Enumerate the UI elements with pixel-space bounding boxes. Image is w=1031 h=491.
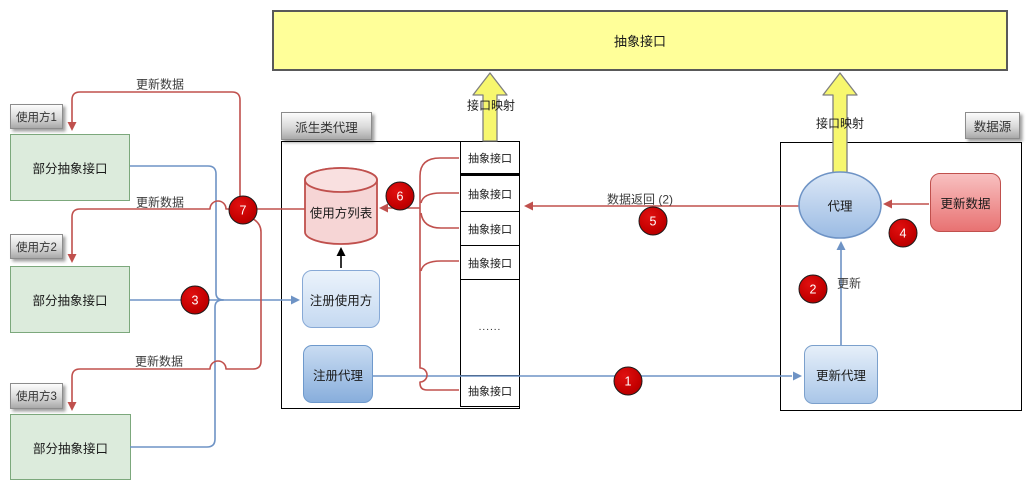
register-consumer-box: 注册使用方 bbox=[302, 270, 380, 328]
consumer-1-tag-label: 使用方1 bbox=[16, 111, 57, 124]
consumer-2-tag-label: 使用方2 bbox=[16, 241, 57, 254]
consumer-3-tag-label: 使用方3 bbox=[16, 391, 57, 403]
update-data-box-label: 更新数据 bbox=[940, 197, 991, 211]
stack-cell: 抽象接口 bbox=[461, 176, 519, 212]
consumer-1-tag: 使用方1 bbox=[10, 104, 63, 129]
consumer-2-partial-interface-box: 部分抽象接口 bbox=[10, 266, 130, 333]
stack-cell-ellipsis: ...... bbox=[461, 280, 519, 376]
update-proxy-box: 更新代理 bbox=[804, 345, 878, 404]
stack-cell-label: 抽象接口 bbox=[468, 188, 512, 201]
stack-cell-label: 抽象接口 bbox=[468, 152, 512, 165]
consumer-3-box-label: 部分抽象接口 bbox=[32, 441, 108, 456]
datasource-title-label: 数据源 bbox=[973, 120, 1012, 134]
consumer-2-box-label: 部分抽象接口 bbox=[32, 294, 108, 308]
consumer-3-partial-interface-box: 部分抽象接口 bbox=[10, 414, 131, 480]
consumer-3-tag: 使用方3 bbox=[10, 383, 63, 409]
stack-cell-label: 抽象接口 bbox=[468, 223, 512, 236]
stack-cell: 抽象接口 bbox=[461, 212, 519, 246]
stack-cell-label: ...... bbox=[478, 322, 502, 333]
stack-cell: 抽象接口 bbox=[461, 142, 519, 176]
register-consumer-label: 注册使用方 bbox=[309, 293, 373, 308]
stack-cell-label: 抽象接口 bbox=[468, 257, 512, 270]
update-proxy-label: 更新代理 bbox=[815, 369, 866, 383]
consumer-1-partial-interface-box: 部分抽象接口 bbox=[10, 134, 130, 201]
datasource-title: 数据源 bbox=[965, 112, 1020, 139]
register-proxy-label: 注册代理 bbox=[312, 368, 363, 383]
datasource-container bbox=[780, 142, 1022, 411]
interface-stack: 抽象接口 抽象接口 抽象接口 抽象接口 ...... 抽象接口 bbox=[460, 141, 520, 407]
consumer-2-tag: 使用方2 bbox=[10, 234, 63, 259]
abstract-interface-bar-label: 抽象接口 bbox=[613, 34, 666, 49]
consumer-1-box-label: 部分抽象接口 bbox=[32, 162, 108, 176]
stack-cell: 抽象接口 bbox=[461, 376, 519, 405]
derived-proxy-title: 派生类代理 bbox=[281, 112, 372, 140]
register-proxy-box: 注册代理 bbox=[303, 345, 373, 403]
derived-proxy-title-label: 派生类代理 bbox=[295, 120, 358, 135]
abstract-interface-bar: 抽象接口 bbox=[272, 10, 1008, 71]
stack-cell: 抽象接口 bbox=[461, 246, 519, 280]
update-data-box: 更新数据 bbox=[930, 173, 1001, 232]
stack-cell-label: 抽象接口 bbox=[468, 385, 512, 398]
